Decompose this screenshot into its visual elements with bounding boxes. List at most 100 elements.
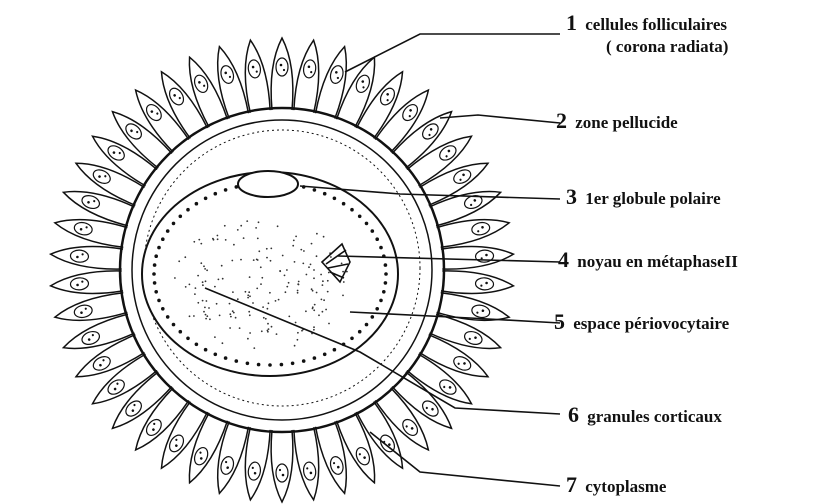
cytoplasm-dot: [302, 263, 304, 265]
cortical-granule: [333, 197, 337, 201]
cytoplasm-dot: [322, 284, 324, 286]
cortical-granule: [179, 215, 183, 219]
cortical-granule: [214, 353, 218, 357]
cytoplasm-dot: [204, 268, 206, 270]
cytoplasm-dot: [313, 309, 315, 311]
cortical-granule: [350, 337, 354, 341]
label-text: granules corticaux: [583, 407, 722, 426]
label-4: 4 noyau en métaphaseII: [558, 249, 738, 271]
cytoplasm-dot: [297, 290, 299, 292]
label-number: 3: [566, 186, 577, 208]
cytoplasm-dot: [322, 280, 324, 282]
cytoplasm-dot: [327, 280, 329, 282]
cortical-granule: [333, 348, 337, 352]
cytoplasm-dot: [217, 235, 219, 237]
label-text: cellules folliculaires: [581, 15, 727, 34]
cortical-granule: [358, 215, 362, 219]
cytoplasm-dot: [300, 249, 302, 251]
cytoplasm-dot: [298, 281, 300, 283]
cytoplasm-dot: [222, 342, 224, 344]
label-number: 6: [568, 404, 579, 426]
cytoplasm-dot: [275, 300, 277, 302]
cytoplasm-dot: [294, 345, 296, 347]
cytoplasm-dot: [200, 243, 202, 245]
cytoplasm-dot: [231, 260, 233, 262]
cytoplasm-dot: [278, 299, 280, 301]
label-text: espace périovocytaire: [569, 314, 729, 333]
cytoplasm-dot: [193, 241, 195, 243]
cytoplasm-dot: [328, 323, 330, 325]
cortical-granule: [384, 263, 388, 267]
cytoplasm-dot: [288, 282, 290, 284]
cytoplasm-dot: [193, 315, 195, 317]
cytoplasm-dot: [341, 263, 343, 265]
cortical-granule: [358, 330, 362, 334]
cortical-granule: [379, 246, 383, 250]
label-number: 2: [556, 110, 567, 132]
label-number: 5: [554, 311, 565, 333]
cytoplasm-dot: [229, 303, 231, 305]
cytoplasm-dot: [322, 311, 324, 313]
cytoplasm-dot: [178, 260, 180, 262]
label-1: 1 cellules folliculaires ( corona radiata…: [566, 12, 728, 55]
cytoplasm-dot: [295, 236, 297, 238]
cytoplasm-dot: [184, 256, 186, 258]
cytoplasm-dot: [311, 243, 313, 245]
cortical-granule: [375, 307, 379, 311]
cortical-granule: [154, 254, 158, 258]
cytoplasm-dot: [258, 221, 260, 223]
cytoplasm-dot: [327, 291, 329, 293]
cytoplasm-dot: [213, 239, 215, 241]
cytoplasm-dot: [292, 245, 294, 247]
cortical-granule: [204, 197, 208, 201]
cytoplasm-dot: [312, 306, 314, 308]
label-number: 1: [566, 12, 577, 34]
cytoplasm-dot: [284, 275, 286, 277]
cytoplasm-dot: [248, 311, 250, 313]
cytoplasm-dot: [330, 256, 332, 258]
label-number: 4: [558, 249, 569, 271]
cytoplasm-dot: [297, 339, 299, 341]
cytoplasm-dot: [247, 294, 249, 296]
cortical-granule: [375, 237, 379, 241]
cytoplasm-dot: [266, 248, 268, 250]
label-text: noyau en métaphaseII: [573, 252, 738, 271]
cortical-granule: [172, 323, 176, 327]
cytoplasm-dot: [189, 284, 191, 286]
cytoplasm-dot: [208, 307, 210, 309]
cortical-granule: [152, 272, 156, 276]
cytoplasm-dot: [206, 300, 208, 302]
follicular-cell: [441, 270, 514, 297]
label-7: 7 cytoplasme: [566, 474, 666, 496]
cytoplasm-outline: [142, 172, 398, 376]
cytoplasm-dot: [230, 316, 232, 318]
cytoplasm-dot: [343, 281, 345, 283]
cortical-granule: [224, 356, 228, 360]
cytoplasm-dot: [240, 225, 242, 227]
cortical-granule: [280, 363, 284, 367]
cytoplasm-dot: [243, 237, 245, 239]
cytoplasm-dot: [266, 257, 268, 259]
cytoplasm-dot: [256, 259, 258, 261]
cortical-granule: [257, 363, 261, 367]
cortical-granule: [195, 343, 199, 347]
label-subtext: ( corona radiata): [606, 38, 728, 55]
cytoplasm-dot: [342, 271, 344, 273]
cytoplasm-dot: [224, 225, 226, 227]
cytoplasm-dot: [214, 336, 216, 338]
cortical-granule: [214, 192, 218, 196]
cortical-granule: [186, 337, 190, 341]
cytoplasm-dot: [260, 283, 262, 285]
cytoplasm-dot: [209, 318, 211, 320]
cytoplasm-dot: [194, 293, 196, 295]
cytoplasm-dot: [297, 332, 299, 334]
cortical-granule: [268, 363, 272, 367]
cytoplasm-dot: [240, 259, 242, 261]
cytoplasm-dot: [276, 333, 278, 335]
cytoplasm-dot: [200, 262, 202, 264]
cytoplasm-dot: [195, 287, 197, 289]
cortical-granule: [195, 202, 199, 206]
leader-line: [440, 115, 560, 123]
cytoplasm-dot: [316, 233, 318, 235]
cytoplasm-dot: [205, 318, 207, 320]
